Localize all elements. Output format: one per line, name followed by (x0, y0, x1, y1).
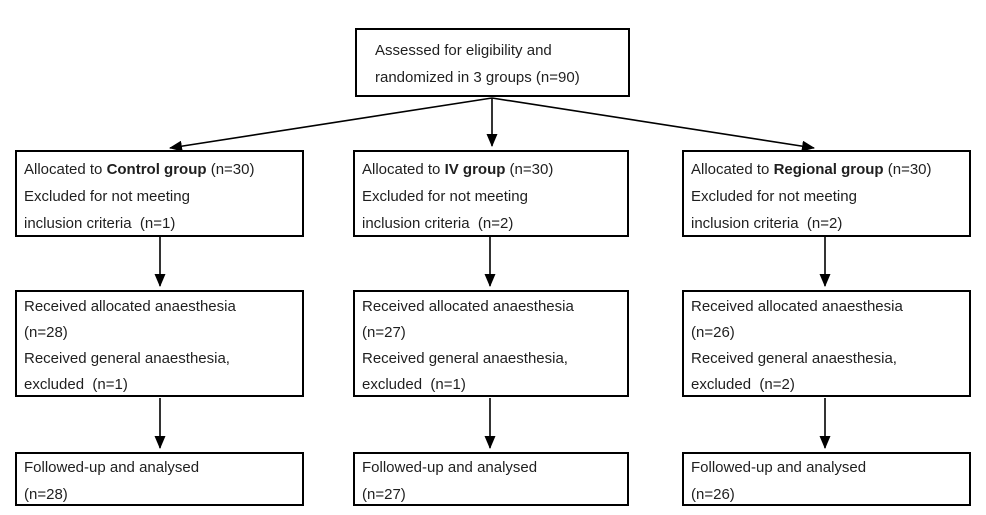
received-line-2: (n=26) (691, 324, 735, 341)
eligibility-box: Assessed for eligibility and randomized … (355, 28, 630, 97)
followup-line-1: Followed-up and analysed (24, 459, 200, 476)
arrow-top-to-regional (491, 97, 815, 152)
eligibility-line-1: Assessed for eligibility and (375, 42, 552, 59)
allocation-box-control: Allocated to Control group (n=30) Exclud… (15, 150, 304, 237)
followup-line-2: (n=28) (24, 486, 68, 503)
allocation-line-3: inclusion criteria (n=2) (362, 215, 514, 232)
allocation-line-3: inclusion criteria (n=1) (24, 215, 176, 232)
eligibility-line-2: randomized in 3 groups (n=90) (375, 69, 580, 86)
received-line-3: Received general anaesthesia, (24, 350, 230, 367)
allocation-box-regional: Allocated to Regional group (n=30) Exclu… (682, 150, 971, 237)
followup-box-control: Followed-up and analysed (n=28) (15, 452, 304, 506)
allocation-line-2: Excluded for not meeting (691, 188, 857, 205)
followup-line-2: (n=26) (691, 486, 735, 503)
allocation-line-2: Excluded for not meeting (362, 188, 528, 205)
received-box-control: Received allocated anaesthesia (n=28) Re… (15, 290, 304, 397)
received-line-4: excluded (n=1) (24, 376, 128, 393)
received-line-1: Received allocated anaesthesia (362, 298, 574, 315)
received-line-4: excluded (n=2) (691, 376, 795, 393)
allocation-line-3: inclusion criteria (n=2) (691, 215, 843, 232)
followup-line-1: Followed-up and analysed (691, 459, 867, 476)
allocation-line-2: Excluded for not meeting (24, 188, 190, 205)
received-line-3: Received general anaesthesia, (362, 350, 568, 367)
received-box-regional: Received allocated anaesthesia (n=26) Re… (682, 290, 971, 397)
allocation-box-iv: Allocated to IV group (n=30) Excluded fo… (353, 150, 629, 237)
received-box-iv: Received allocated anaesthesia (n=27) Re… (353, 290, 629, 397)
received-line-1: Received allocated anaesthesia (24, 298, 236, 315)
allocation-line-1: Allocated to IV group (n=30) (362, 161, 554, 178)
received-line-1: Received allocated anaesthesia (691, 298, 903, 315)
allocation-line-1: Allocated to Regional group (n=30) (691, 161, 932, 178)
received-line-2: (n=28) (24, 324, 68, 341)
followup-box-regional: Followed-up and analysed (n=26) (682, 452, 971, 506)
arrow-top-to-control (169, 97, 493, 152)
followup-line-2: (n=27) (362, 486, 406, 503)
followup-line-1: Followed-up and analysed (362, 459, 538, 476)
followup-box-iv: Followed-up and analysed (n=27) (353, 452, 629, 506)
allocation-line-1: Allocated to Control group (n=30) (24, 161, 255, 178)
received-line-3: Received general anaesthesia, (691, 350, 897, 367)
received-line-2: (n=27) (362, 324, 406, 341)
received-line-4: excluded (n=1) (362, 376, 466, 393)
